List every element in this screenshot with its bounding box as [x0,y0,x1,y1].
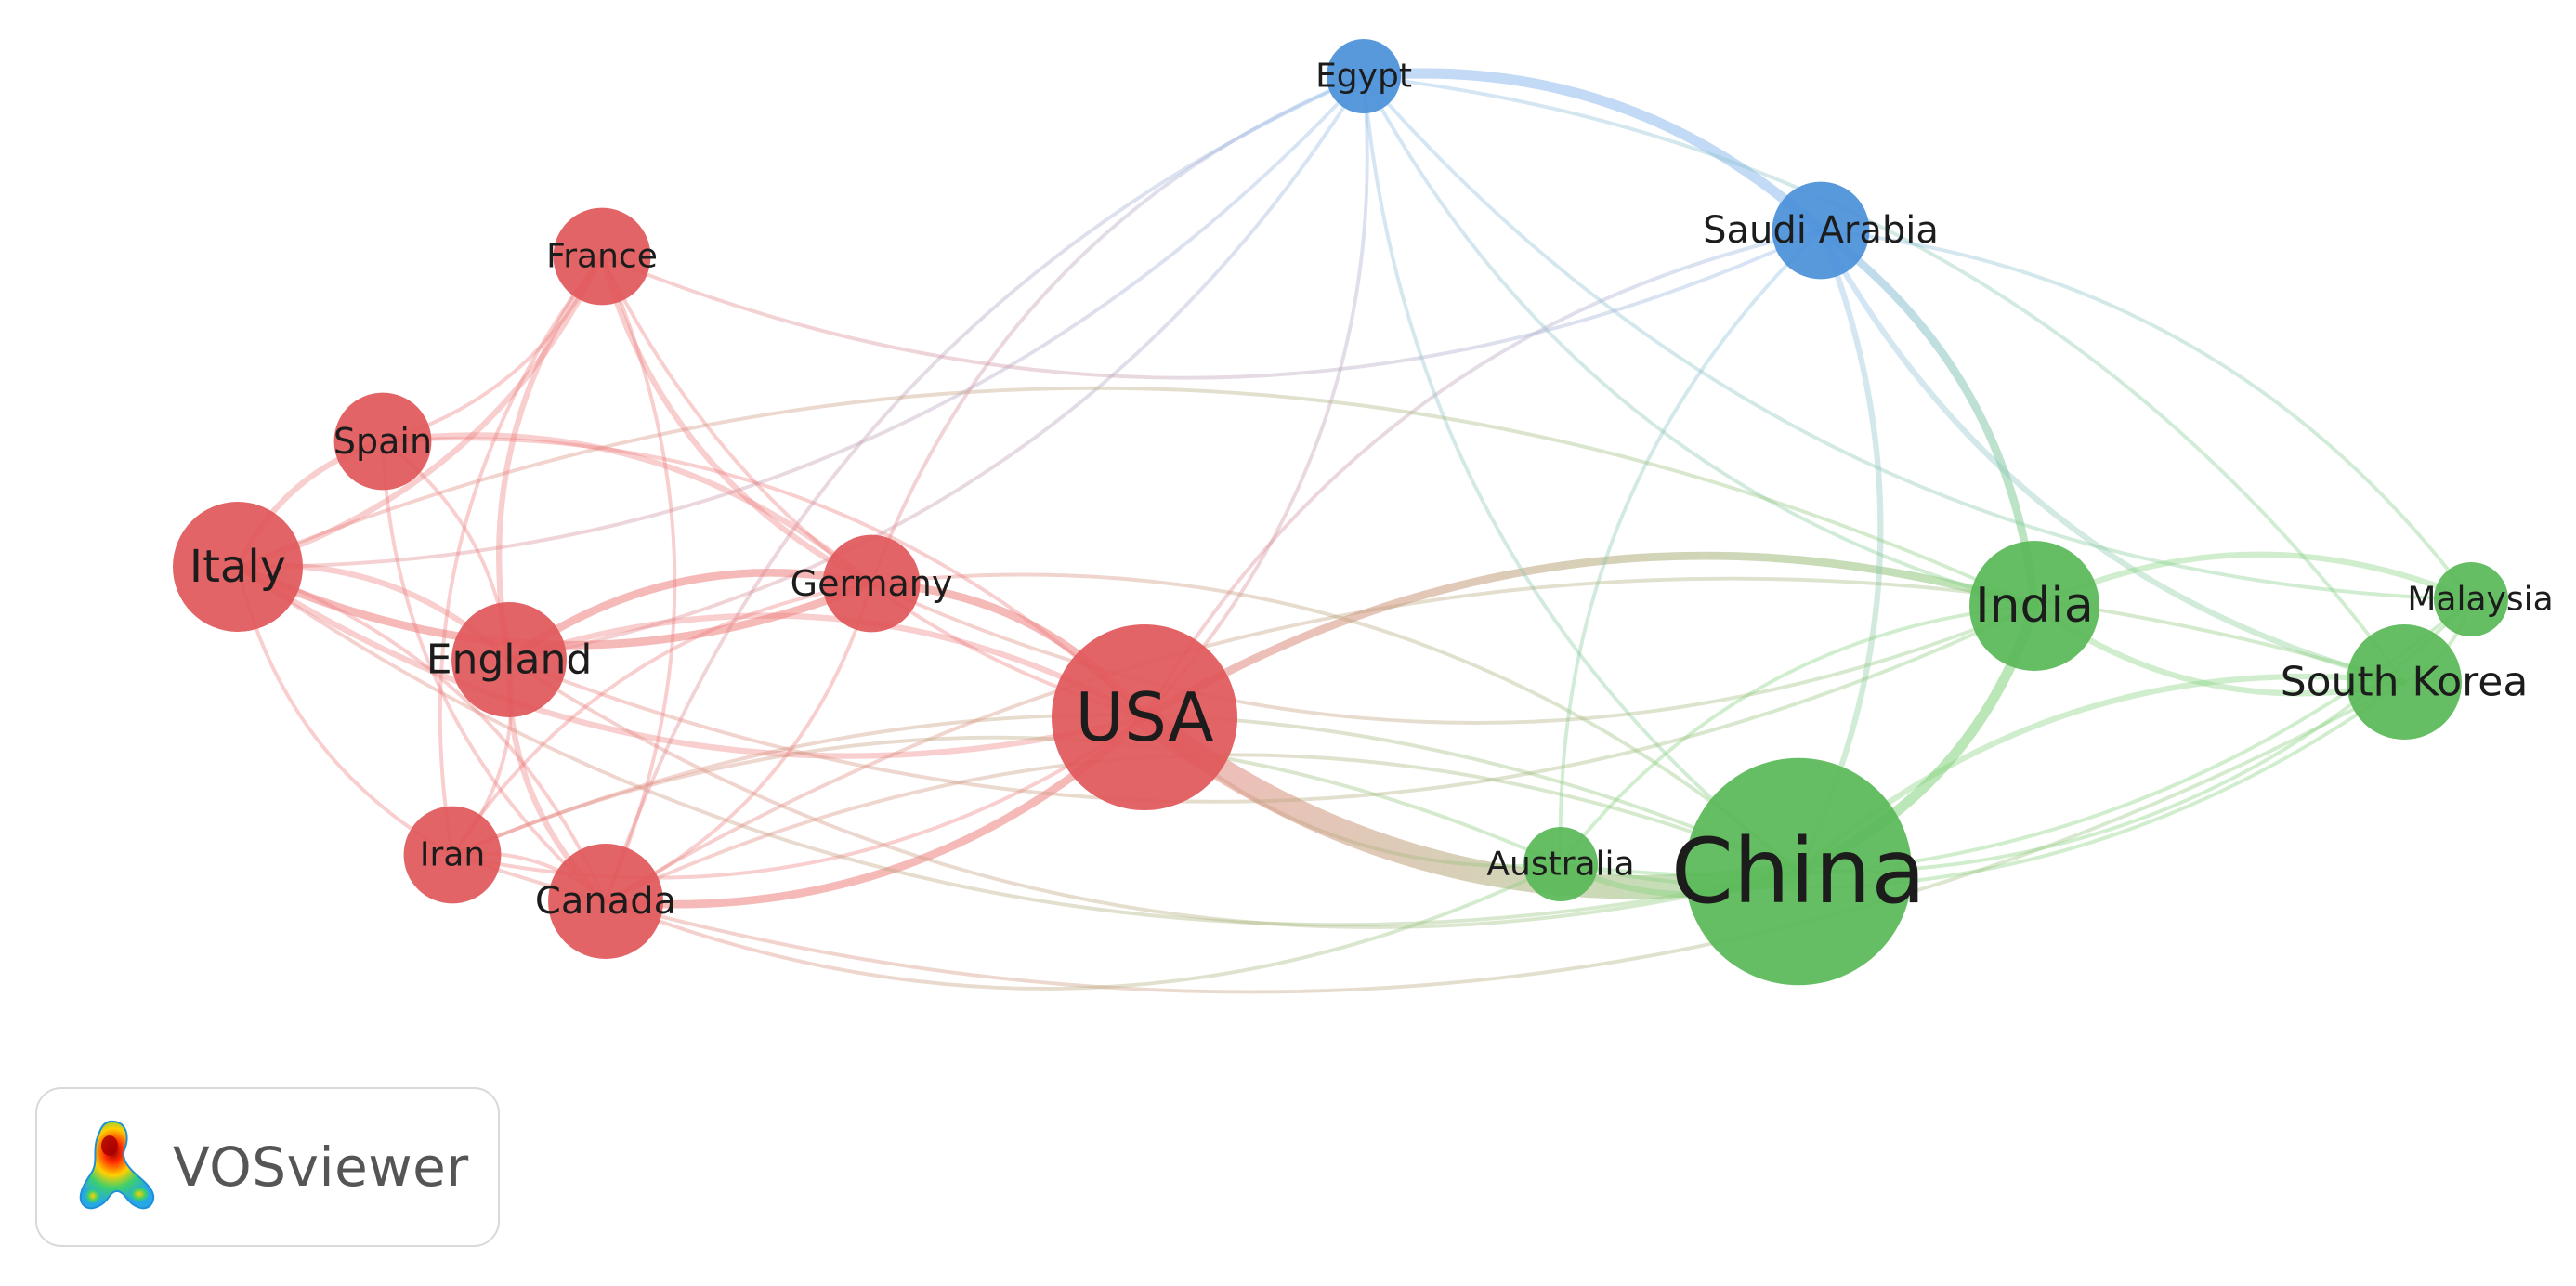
node-usa[interactable] [1052,624,1237,810]
link-india-australia[interactable] [1559,604,2036,866]
link-egypt-canada[interactable] [604,74,1366,903]
node-france[interactable] [553,207,651,306]
link-china-germany[interactable] [870,572,1800,873]
node-australia[interactable] [1523,827,1598,901]
link-india-italy[interactable] [236,386,2036,608]
link-usa-spain[interactable] [381,437,1146,719]
link-china-england[interactable] [507,658,1800,929]
node-canada[interactable] [548,844,663,959]
node-saudi-arabia[interactable] [1772,181,1870,280]
link-italy-canada[interactable] [236,565,608,903]
link-south-korea-canada[interactable] [604,576,2406,903]
link-france-iran[interactable] [438,255,604,857]
link-egypt-malaysia[interactable] [1362,74,2473,601]
link-iran-australia[interactable] [451,735,1563,866]
link-usa-italy[interactable] [234,563,1148,759]
link-france-england[interactable] [496,253,606,663]
network-nodes [173,39,2508,986]
link-canada-australia[interactable] [604,862,1563,991]
link-saudi-arabia-france[interactable] [600,229,1823,380]
node-label-malaysia[interactable]: Malaysia [2407,581,2553,619]
vosviewer-badge: VOSviewer [35,1087,500,1247]
link-china-egypt[interactable] [1362,74,1800,873]
node-iran[interactable] [403,806,502,904]
node-label-saudi-arabia[interactable]: Saudi Arabia [1703,209,1939,252]
node-label-iran[interactable]: Iran [420,836,485,874]
link-egypt-south-korea[interactable] [1362,74,2406,684]
link-usa-saudi-arabia[interactable] [1143,229,1823,719]
link-china-italy[interactable] [236,565,1800,927]
link-germany-france[interactable] [598,253,875,587]
node-china[interactable] [1684,757,1913,986]
node-malaysia[interactable] [2434,562,2508,636]
vosviewer-brand-label: VOSviewer [173,1135,469,1199]
node-label-south-korea[interactable]: South Korea [2281,659,2529,706]
link-saudi-arabia-malaysia[interactable] [1819,229,2473,601]
link-usa-france[interactable] [600,255,1146,719]
node-label-italy[interactable]: Italy [190,541,286,593]
node-india[interactable] [1969,541,2099,671]
link-usa-india[interactable] [1140,551,2039,722]
node-label-egypt[interactable]: Egypt [1315,58,1412,96]
link-india-england[interactable] [507,604,2036,804]
link-egypt-india[interactable] [1362,74,2036,608]
node-england[interactable] [451,602,567,717]
link-italy-france[interactable] [234,253,606,571]
link-saudi-arabia-australia[interactable] [1558,229,1823,866]
network-links [233,68,2475,994]
link-usa-england[interactable] [505,612,1148,721]
node-label-china[interactable]: China [1671,820,1926,924]
node-label-england[interactable]: England [426,636,593,684]
link-france-canada[interactable] [600,255,677,903]
node-label-usa[interactable]: USA [1076,678,1214,756]
link-usa-egypt[interactable] [1143,74,1369,719]
link-egypt-italy[interactable] [236,74,1366,569]
link-egypt-saudi-arabia[interactable] [1358,68,1826,236]
link-germany-iran[interactable] [451,582,873,857]
node-label-australia[interactable]: Australia [1486,846,1634,884]
node-label-canada[interactable]: Canada [535,880,676,923]
node-italy[interactable] [173,502,303,632]
link-south-korea-iran[interactable] [451,680,2406,994]
node-spain[interactable] [333,392,432,491]
link-germany-spain[interactable] [379,432,875,587]
vosviewer-heatmap-logo-icon [79,1120,155,1210]
node-label-france[interactable]: France [546,238,658,276]
node-label-spain[interactable]: Spain [333,421,432,462]
node-egypt[interactable] [1327,39,1401,113]
link-spain-canada[interactable] [381,440,608,903]
node-south-korea[interactable] [2347,624,2462,740]
link-india-germany[interactable] [870,582,2036,725]
node-germany[interactable] [822,534,921,633]
link-saudi-arabia-south-korea[interactable] [1817,227,2408,686]
link-germany-canada[interactable] [604,582,873,903]
node-label-india[interactable]: India [1975,578,2094,634]
link-egypt-england[interactable] [507,74,1366,662]
node-label-germany[interactable]: Germany [791,563,953,604]
